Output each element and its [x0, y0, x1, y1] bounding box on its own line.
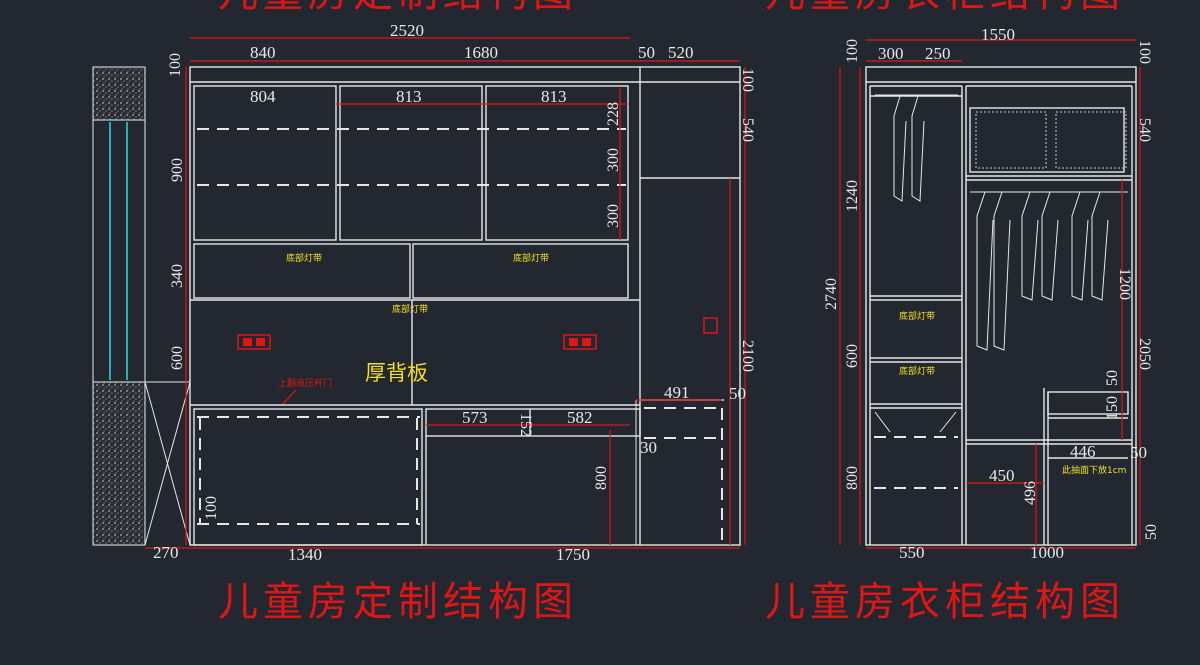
dim-right-50: 50	[729, 384, 746, 403]
dim-bottom-1750: 1750	[556, 545, 590, 564]
dim-desk-152: 152	[517, 413, 534, 437]
dim-wardrobe-left-2740: 2740	[823, 278, 840, 310]
dim-wardrobe-446: 446	[1070, 442, 1096, 461]
dim-wardrobe-450: 450	[989, 466, 1015, 485]
wardrobe-light-strip-a: 底部灯带	[899, 310, 935, 322]
socket-right-icon	[563, 334, 597, 350]
back-panel-label: 厚背板	[365, 361, 428, 385]
dim-wardrobe-right-540: 540	[1136, 118, 1153, 142]
dim-desk-800: 800	[593, 466, 610, 490]
hanger-right-icon	[976, 191, 1109, 351]
dim-wardrobe-right-2050: 2050	[1136, 338, 1153, 370]
dim-bottom-270: 270	[153, 543, 179, 562]
right-drawing: 底部灯带 底部灯带 此抽面下放1cm	[823, 25, 1160, 562]
dim-wardrobe-right-1200: 1200	[1116, 268, 1133, 300]
wardrobe-light-strip-b: 底部灯带	[899, 365, 935, 377]
hanger-left-icon	[893, 95, 925, 202]
dim-left-total-width: 2520	[390, 21, 424, 40]
dim-wardrobe-right-50b: 50	[1130, 443, 1147, 462]
side-stone-bottom	[92, 381, 146, 546]
dim-right-v-2100: 2100	[739, 340, 756, 372]
dim-left-v-600: 600	[169, 346, 186, 370]
dim-inner-228: 228	[605, 102, 622, 126]
dim-wardrobe-550: 550	[899, 543, 925, 562]
switch-icon	[703, 317, 718, 334]
dim-left-v-100-bottom: 100	[203, 496, 220, 520]
dim-desk-30: 30	[640, 438, 657, 457]
drawer-note-label: 此抽面下放1cm	[1062, 464, 1126, 476]
dim-left-520: 520	[668, 43, 694, 62]
left-drawing: 底部灯带 底部灯带 底部灯带 厚背板 上翻液压杆门	[92, 21, 756, 564]
socket-left-icon	[237, 334, 271, 350]
dim-wardrobe-left-800: 800	[844, 466, 861, 490]
title-wardrobe-structure: 儿童房衣柜结构图	[765, 579, 1125, 625]
dim-wardrobe-right-50a: 50	[1104, 370, 1121, 386]
dim-right-v-540: 540	[739, 118, 756, 142]
top-title-left-partial: 儿童房定制结构图	[218, 0, 578, 16]
dim-right-v-100: 100	[739, 68, 756, 92]
dim-wardrobe-300: 300	[878, 44, 904, 63]
dim-shelf-813-b: 813	[541, 87, 567, 106]
light-strip-label-b: 底部灯带	[513, 252, 549, 264]
dim-wardrobe-total-width: 1550	[981, 25, 1015, 44]
dim-wardrobe-right-50c: 50	[1143, 524, 1160, 540]
dim-left-840: 840	[250, 43, 276, 62]
dim-inner-300-a: 300	[605, 148, 622, 172]
dim-wardrobe-1000: 1000	[1030, 543, 1064, 562]
dim-wardrobe-right-150: 150	[1104, 396, 1121, 420]
title-custom-structure: 儿童房定制结构图	[218, 579, 578, 625]
dim-left-1680: 1680	[464, 43, 498, 62]
flip-door-label: 上翻液压杆门	[278, 377, 332, 389]
dim-shelf-804: 804	[250, 87, 276, 106]
dim-left-v-100: 100	[167, 53, 184, 77]
dim-wardrobe-left-1240: 1240	[844, 180, 861, 212]
dim-inner-300-b: 300	[605, 204, 622, 228]
dim-wardrobe-left-100: 100	[844, 39, 861, 63]
dim-desk-582: 582	[567, 408, 593, 427]
light-strip-label-c: 底部灯带	[392, 303, 428, 315]
dim-wardrobe-496: 496	[1022, 481, 1039, 505]
dim-left-50-top: 50	[638, 43, 655, 62]
side-stone-top	[92, 66, 146, 121]
dim-left-v-900: 900	[169, 158, 186, 182]
dim-left-v-340: 340	[169, 264, 186, 288]
dim-desk-491: 491	[664, 383, 690, 402]
light-strip-label-a: 底部灯带	[286, 252, 322, 264]
top-title-right-partial: 儿童房衣柜结构图	[765, 0, 1125, 16]
dim-bottom-1340: 1340	[288, 545, 322, 564]
dim-wardrobe-right-100: 100	[1136, 40, 1153, 64]
dim-desk-573: 573	[462, 408, 488, 427]
dim-shelf-813-a: 813	[396, 87, 422, 106]
dim-wardrobe-left-600: 600	[844, 344, 861, 368]
dim-wardrobe-250: 250	[925, 44, 951, 63]
